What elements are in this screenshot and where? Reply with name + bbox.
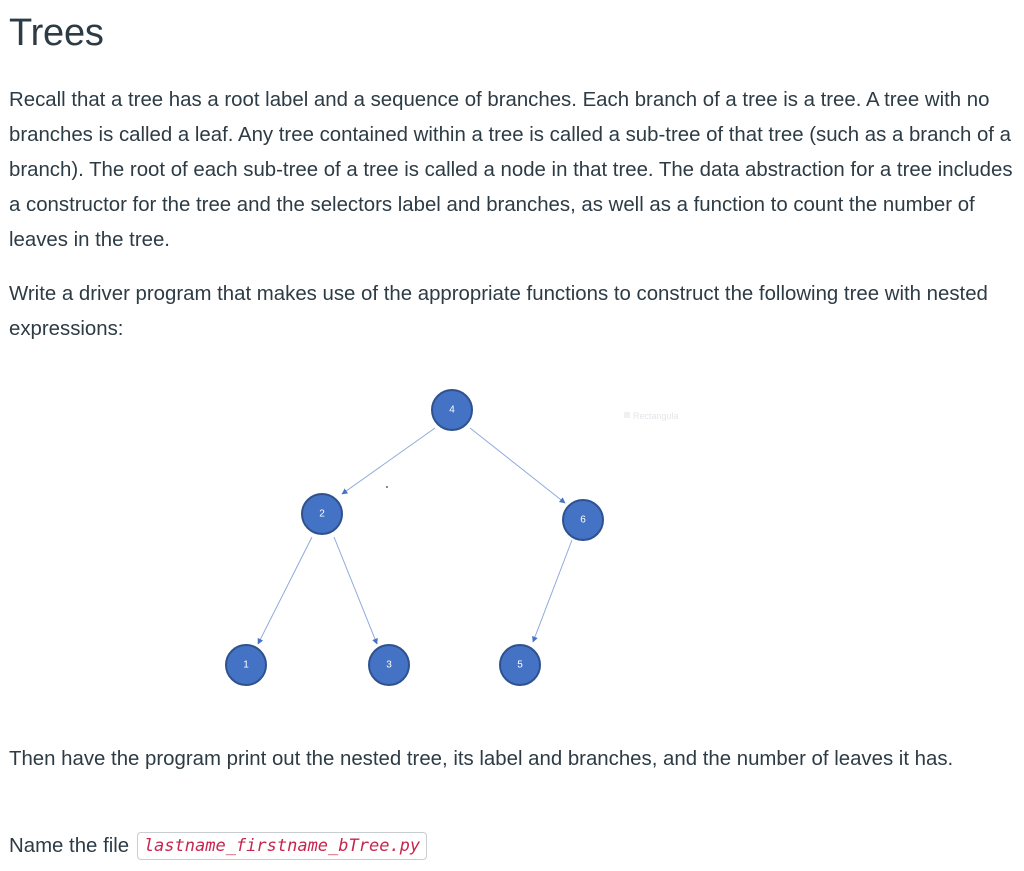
stray-dot [386,486,388,488]
edge-6-5 [532,539,573,643]
tree-node: 6 [562,499,604,541]
tree-node: 4 [431,389,473,431]
svg-text:Rectangula: Rectangula [633,411,679,421]
filename-code: lastname_firstname_bTree.py [136,832,428,860]
edge-2-3 [333,536,378,645]
node-label: 3 [386,660,392,671]
tree-node: 2 [301,493,343,535]
output-paragraph: Then have the program print out the nest… [9,748,954,770]
edge-2-1 [257,536,313,645]
tree-node: 5 [499,644,541,686]
tree-diagram: Rectangula 4 2 6 1 3 5 [225,389,679,686]
edge-4-2 [341,427,436,495]
node-label: 6 [580,515,586,526]
node-label: 5 [517,660,523,671]
tree-node: 1 [225,644,267,686]
edge-4-6 [469,427,566,504]
node-label: 1 [243,660,249,671]
ghost-rectangle-label: Rectangula [624,411,679,421]
filename-paragraph: Name the file lastname_firstname_bTree.p… [9,829,1017,864]
node-label: 4 [449,405,455,416]
tree-node: 3 [368,644,410,686]
intro-paragraph: Recall that a tree has a root label and … [9,89,1013,251]
filename-prefix: Name the file [9,835,130,857]
page-title: Trees [9,12,104,54]
node-label: 2 [319,509,325,520]
task-paragraph: Write a driver program that makes use of… [9,283,988,340]
